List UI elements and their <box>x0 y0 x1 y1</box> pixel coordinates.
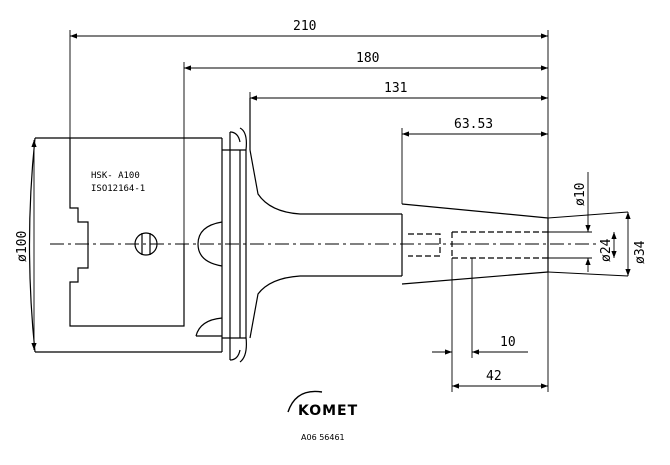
dim-text-131: 131 <box>384 81 407 96</box>
dim-text-10: 10 <box>500 335 516 350</box>
drive-slots <box>195 221 223 337</box>
hsk-taper-profile <box>69 138 185 327</box>
collar-grooves <box>222 127 247 363</box>
logo-brand: KOMET <box>298 403 358 419</box>
part-label-line2: ISO12164-1 <box>91 184 145 194</box>
part-label-line1: HSK- A100 <box>91 171 140 181</box>
dim-text-d10: ø10 <box>573 183 588 206</box>
dim-text-210: 210 <box>293 19 316 34</box>
extension-lines <box>69 30 629 392</box>
logo-code: A06 56461 <box>301 433 345 442</box>
hidden-bore <box>408 231 548 259</box>
dim-text-63: 63.53 <box>454 117 493 132</box>
collet-nose <box>401 203 549 285</box>
dim-text-180: 180 <box>356 51 379 66</box>
dim-text-d100: ø100 <box>15 231 30 262</box>
dim-text-d24: ø24 <box>599 238 614 262</box>
dimension-lines <box>31 33 631 389</box>
dim-text-42: 42 <box>486 369 502 384</box>
coolant-bore-circle <box>134 232 158 256</box>
logo-swoosh <box>287 390 323 413</box>
shank <box>249 98 403 339</box>
dim-text-d34: ø34 <box>633 240 648 264</box>
